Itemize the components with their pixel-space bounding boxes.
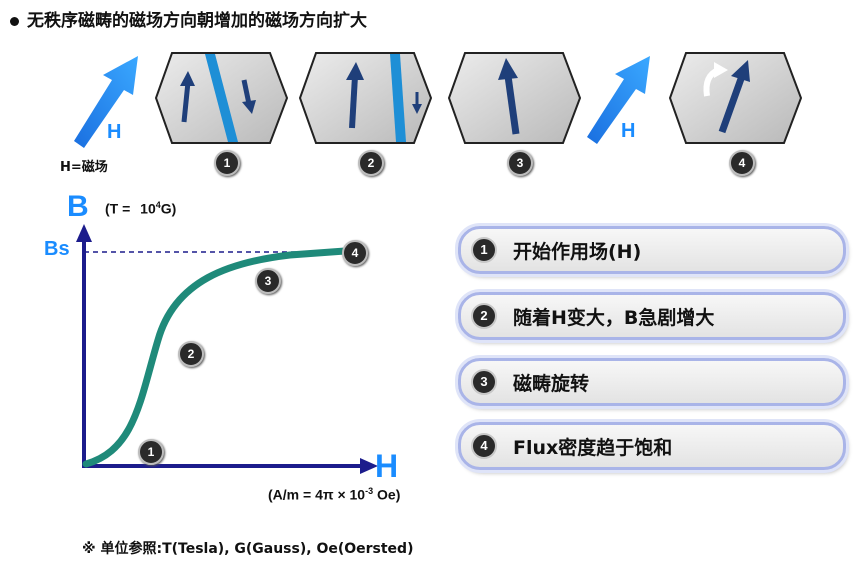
- curve-marker: 2: [178, 341, 204, 367]
- step-item-1: 1 开始作用场(H): [458, 226, 846, 274]
- domain-illustration: [74, 52, 803, 148]
- step-item-2: 2 随着H变大，B急剧增大: [458, 292, 846, 340]
- x-axis-symbol: H: [375, 448, 399, 484]
- panel-number-badge: 4: [729, 150, 755, 176]
- step-number-badge: 2: [471, 303, 497, 329]
- field-h-label: H: [107, 121, 122, 143]
- curve-marker: 1: [138, 439, 164, 465]
- field-arrow-icon: [74, 56, 138, 148]
- bh-curve-graph: [76, 224, 378, 474]
- step-text: 开始作用场(H): [513, 240, 642, 263]
- step-number-badge: 3: [471, 369, 497, 395]
- curve-marker: 3: [255, 268, 281, 294]
- step-number-badge: 4: [471, 433, 497, 459]
- domain-panel-3: [447, 52, 582, 144]
- bullet-icon: [10, 16, 19, 26]
- panel-number-badge: 2: [358, 150, 384, 176]
- step-item-3: 3 磁畴旋转: [458, 358, 846, 406]
- curve-marker: 4: [342, 240, 368, 266]
- y-axis-arrow-icon: [76, 224, 92, 242]
- y-axis-unit: (T = 104G): [105, 200, 177, 217]
- page-title: 无秩序磁畴的磁场方向朝增加的磁场方向扩大: [10, 6, 367, 31]
- field-caption: H=磁场: [60, 160, 108, 175]
- field-h-label: H: [621, 120, 636, 142]
- domain-panel-4: [668, 52, 803, 144]
- saturation-label: Bs: [44, 238, 70, 260]
- domain-panel-1: [154, 52, 289, 144]
- bh-curve: [82, 247, 349, 468]
- step-item-4: 4 Flux密度趋于饱和: [458, 422, 846, 470]
- panel-number-badge: 1: [214, 150, 240, 176]
- unit-reference-note: ※ 单位参照:T(Tesla), G(Gauss), Oe(Oersted): [82, 541, 414, 557]
- panel-number-badge: 3: [507, 150, 533, 176]
- step-number-badge: 1: [471, 237, 497, 263]
- domain-panel-2: [298, 52, 433, 144]
- y-axis-symbol: B: [67, 190, 89, 223]
- field-arrow-icon: [587, 56, 650, 144]
- step-text: 随着H变大，B急剧增大: [513, 306, 715, 329]
- x-axis-unit: (A/m = 4π × 10-3 Oe): [268, 486, 401, 503]
- step-text: 磁畴旋转: [513, 372, 590, 395]
- x-axis-arrow-icon: [360, 458, 378, 474]
- step-text: Flux密度趋于饱和: [513, 436, 673, 459]
